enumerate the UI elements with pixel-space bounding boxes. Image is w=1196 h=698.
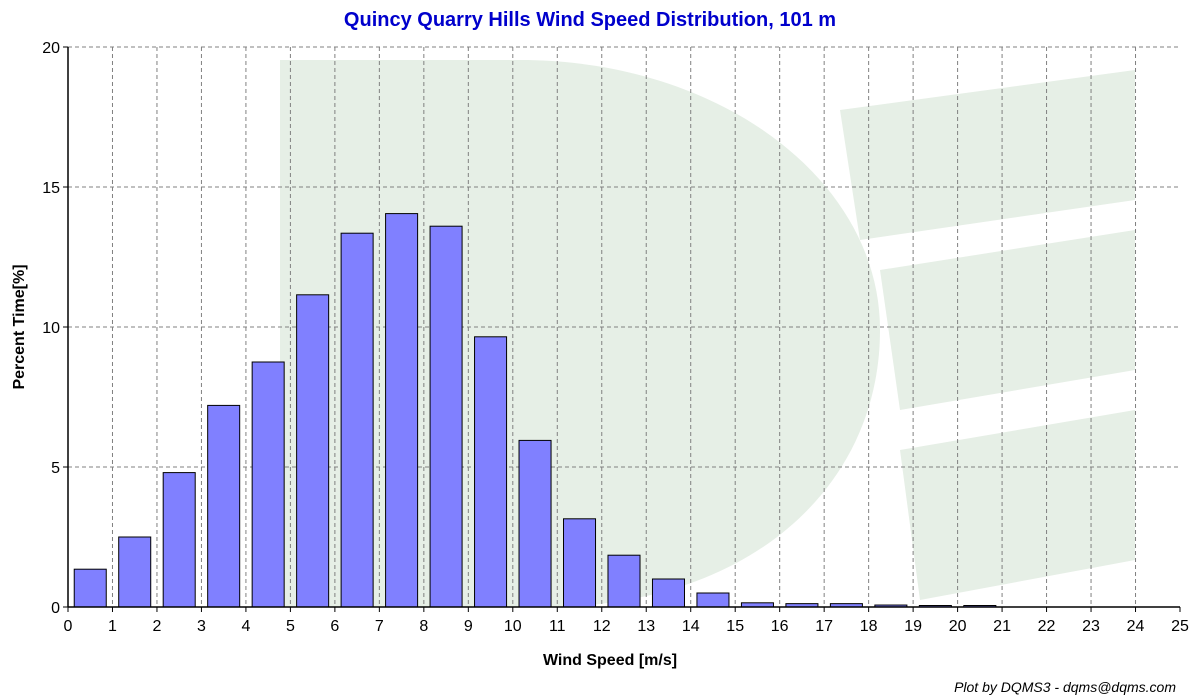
x-tick-label-24: 24 [1127, 618, 1145, 635]
bar-14-15 [696, 592, 730, 608]
x-tick-label-21: 21 [993, 618, 1011, 635]
x-tick-label-15: 15 [726, 618, 744, 635]
bar-12-13 [607, 554, 641, 608]
x-tick-label-13: 13 [637, 618, 655, 635]
bar-10-11 [518, 439, 552, 608]
x-tick-label-2: 2 [153, 618, 162, 635]
y-tick-label-5: 5 [51, 460, 60, 477]
bar-5-6 [296, 294, 330, 608]
x-tick-label-10: 10 [504, 618, 522, 635]
bar-9-10 [474, 336, 508, 608]
chart-title: Quincy Quarry Hills Wind Speed Distribut… [344, 9, 836, 31]
bar-8-9 [429, 225, 463, 608]
x-axis-title: Wind Speed [m/s] [543, 652, 677, 669]
x-tick-label-25: 25 [1171, 618, 1189, 635]
x-tick-label-20: 20 [949, 618, 967, 635]
bar-1-2 [118, 536, 152, 608]
y-axis-title: Percent Time[%] [11, 264, 28, 389]
bar-11-12 [563, 518, 597, 608]
x-tick-label-4: 4 [241, 618, 250, 635]
x-tick-label-1: 1 [108, 618, 117, 635]
x-tick-label-7: 7 [375, 618, 384, 635]
bar-0-1 [73, 568, 107, 608]
x-tick-label-22: 22 [1038, 618, 1056, 635]
x-tick-label-6: 6 [330, 618, 339, 635]
bar-4-5 [251, 361, 285, 608]
grid-lines [68, 46, 1180, 607]
x-tick-label-16: 16 [771, 618, 789, 635]
bar-2-3 [162, 472, 196, 608]
x-tick-label-11: 11 [549, 618, 566, 635]
x-tick-label-12: 12 [593, 618, 611, 635]
x-tick-label-0: 0 [64, 618, 73, 635]
bar-series [73, 213, 997, 608]
x-tick-label-23: 23 [1082, 618, 1100, 635]
x-tick-label-14: 14 [682, 618, 700, 635]
x-tick-label-8: 8 [419, 618, 428, 635]
x-tick-label-9: 9 [464, 618, 473, 635]
credit-text: Plot by DQMS3 - dqms@dqms.com [954, 679, 1176, 695]
y-tick-label-15: 15 [42, 180, 60, 197]
y-tick-label-0: 0 [51, 600, 60, 617]
x-tick-label-19: 19 [904, 618, 922, 635]
x-tick-label-18: 18 [860, 618, 878, 635]
bar-6-7 [340, 232, 374, 608]
watermark-stripes [840, 70, 1135, 600]
bar-13-14 [651, 578, 685, 608]
bar-7-8 [385, 213, 419, 608]
y-tick-label-20: 20 [42, 40, 60, 57]
x-tick-label-5: 5 [286, 618, 295, 635]
bar-3-4 [207, 404, 241, 608]
x-tick-label-17: 17 [815, 618, 833, 635]
x-tick-label-3: 3 [197, 618, 206, 635]
y-tick-label-10: 10 [42, 320, 60, 337]
